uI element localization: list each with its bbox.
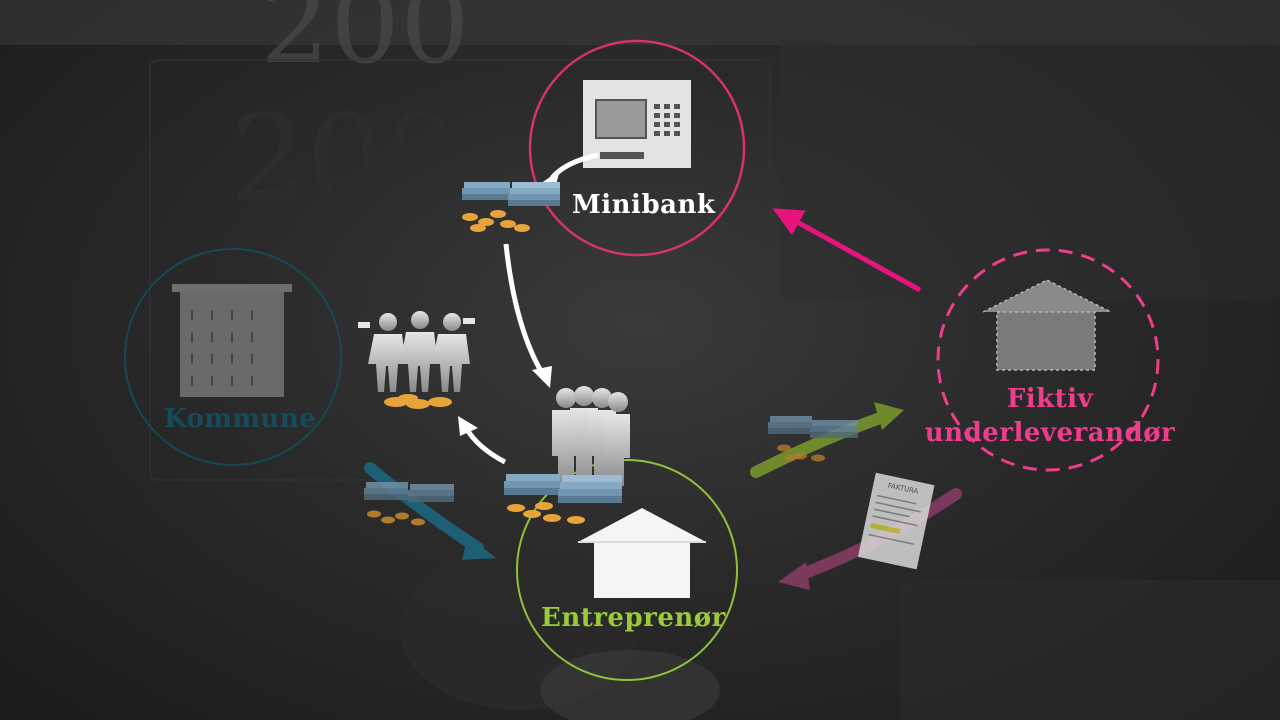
minibank-circle [528,39,746,257]
workers-icon [358,311,475,392]
coin-pile-icon [384,394,452,409]
cash-stack-icon [768,416,858,462]
invoice-icon: FAKTURA [857,472,935,570]
fiktiv-circle [936,248,1160,472]
kommune-payment-arrow [364,462,484,554]
cash-stack-icon [364,482,454,526]
green-payment-arrow [750,412,886,478]
kommune-node [124,248,342,466]
kommune-label: Kommune [164,404,317,434]
fiktiv-label-line2: underleverandør [924,418,1176,448]
fiktiv-label: Fiktiv underleverandør [920,382,1180,450]
atm-icon [583,80,691,168]
house-icon [578,508,706,598]
kommune-circle [124,248,342,466]
svg-text:200: 200 [230,90,459,229]
cash-stack-icon [462,182,560,232]
cash-stack-icon [504,474,622,524]
minibank-node [528,39,746,257]
entreprenor-node [516,459,738,681]
entreprenor-circle [516,459,738,681]
house-icon [982,279,1112,371]
fiktiv-label-line1: Fiktiv [1006,384,1094,414]
municipal-building-icon [172,284,292,397]
white-arrow-to-entreprenor [503,243,548,380]
white-arrow-to-workers [463,426,507,465]
minibank-label: Minibank [572,190,716,220]
entreprenor-label: Entreprenør [541,603,726,633]
svg-text:200: 200 [260,0,470,88]
pink-arrow-to-minibank [772,208,922,293]
fiktiv-underleverandor-node [936,248,1160,472]
businessmen-icon [552,386,630,486]
